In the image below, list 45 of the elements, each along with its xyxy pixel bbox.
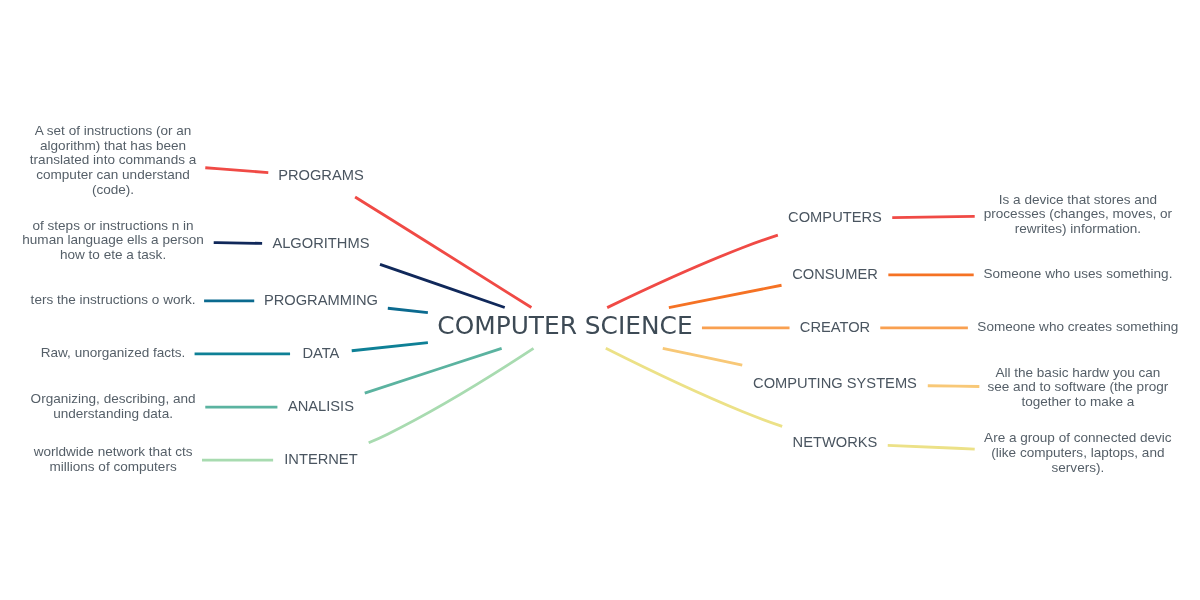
connector [888, 273, 974, 277]
node-text: Someone who creates something [977, 319, 1179, 335]
connector [364, 346, 503, 395]
connector [892, 215, 975, 219]
connector [662, 346, 743, 367]
connector [880, 326, 968, 330]
node-text: Raw, unorganized facts. [40, 345, 186, 361]
node-text: COMPUTER SCIENCE [437, 311, 693, 341]
node-text: DATA [302, 344, 340, 361]
connector [205, 166, 269, 174]
connector [205, 405, 278, 409]
node-text: COMPUTING SYSTEMS [753, 375, 917, 392]
connector [368, 347, 535, 445]
node-text: ALGORITHMS [272, 235, 370, 252]
connector [351, 341, 429, 353]
node-text: NETWORKS [792, 434, 878, 451]
node-text: ANALISIS [287, 397, 354, 414]
connector [204, 299, 255, 303]
connector [213, 241, 263, 245]
node-text: A set of instructions (or an algorithm) that has been translated into commands a computer can understand (code). [29, 122, 197, 197]
connector [927, 384, 980, 388]
connector [354, 195, 533, 309]
node-text: PROGRAMMING [263, 291, 379, 308]
connector [202, 458, 274, 462]
node-text: ters the instructions o work. [30, 292, 196, 308]
node-text: CONSUMER [792, 265, 878, 282]
node-text: Are a group of connected devic (like computers, laptops, and servers). [984, 430, 1172, 475]
node-text: All the basic hardw you can see and to software (the progr together to make a [987, 364, 1169, 410]
node-text: Is a device that stores and processes (changes, moves, or rewrites) information. [983, 191, 1173, 237]
node-text: of steps or instructions n in human language ells a person how to ete a task. [22, 217, 204, 263]
connector [701, 326, 790, 330]
node-text: PROGRAMS [278, 167, 364, 184]
node-text: Organizing, describing, and understanding data. [30, 391, 196, 421]
node-text: Someone who uses something. [983, 266, 1173, 282]
connector [605, 347, 783, 428]
connector [668, 283, 782, 309]
node-text: worldwide network that cts millions of computers [33, 444, 193, 474]
connector [606, 233, 779, 309]
connector [887, 443, 975, 451]
connector [379, 263, 506, 309]
connector [194, 352, 291, 356]
node-text: CREATOR [799, 318, 871, 335]
node-text: INTERNET [284, 450, 358, 467]
node-text: COMPUTERS [788, 209, 882, 226]
connector [387, 306, 429, 315]
